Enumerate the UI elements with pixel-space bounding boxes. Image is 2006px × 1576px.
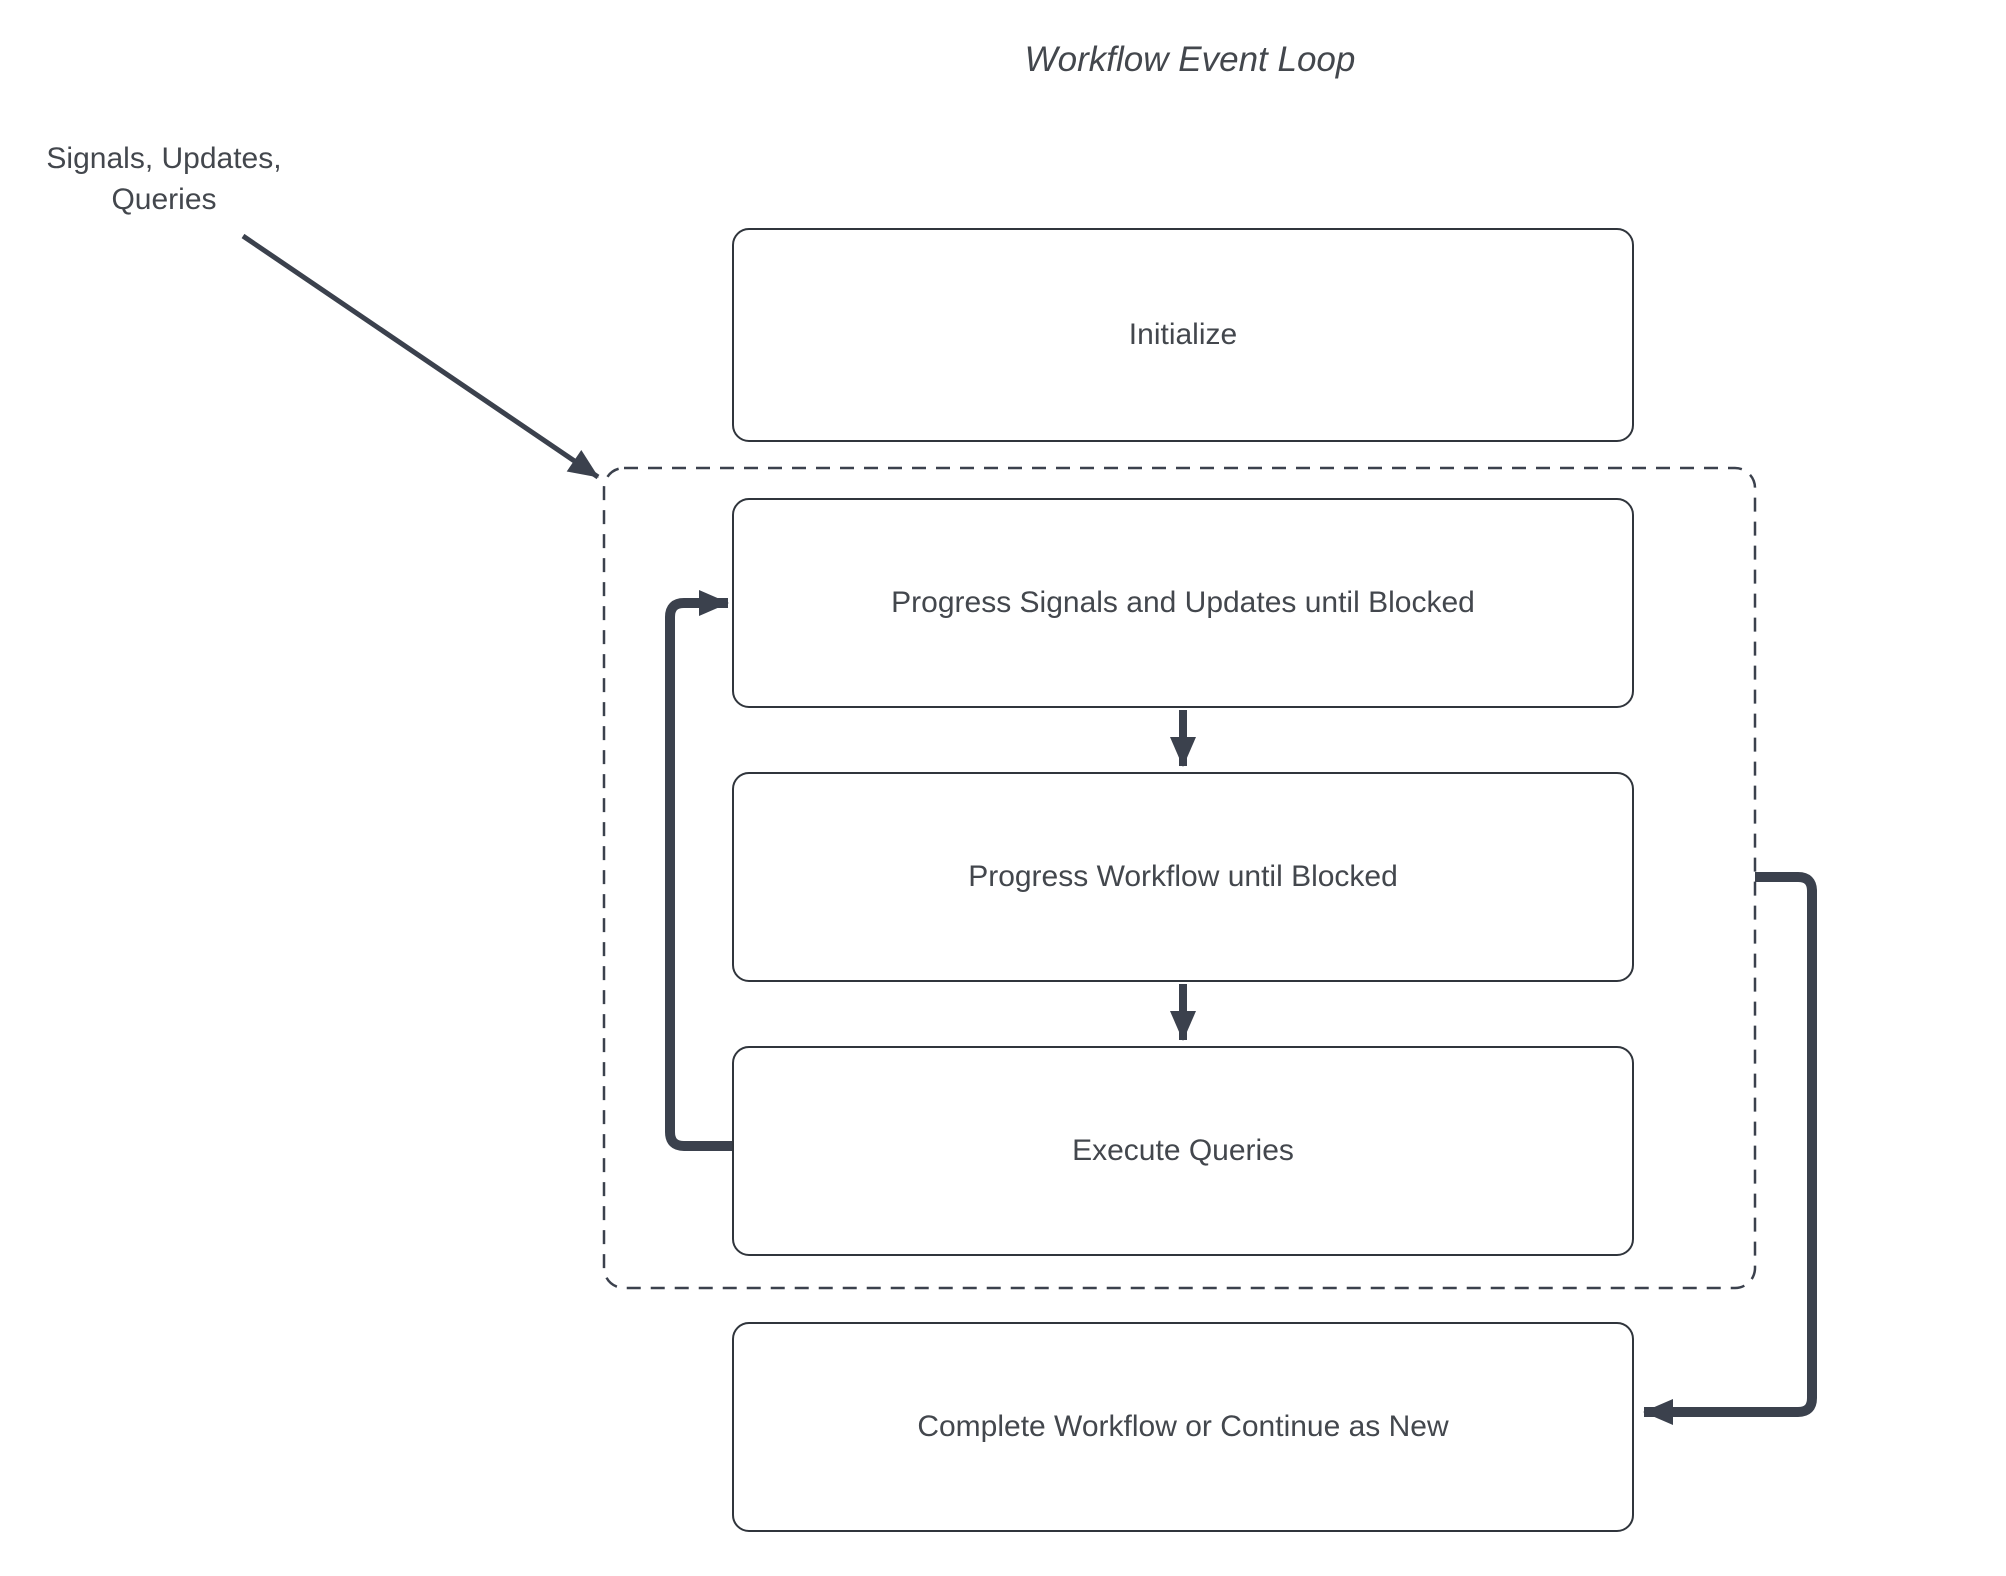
external-input-label-line1: Signals, Updates,	[46, 142, 282, 175]
node-initialize-label: Initialize	[1128, 318, 1238, 351]
external-input-label: Signals, Updates, Queries	[28, 138, 300, 221]
external-input-label-line2: Queries	[111, 183, 217, 217]
node-progress-signals: Progress Signals and Updates until Block…	[732, 498, 1634, 708]
node-complete: Complete Workflow or Continue as New	[732, 1322, 1634, 1532]
node-progress-workflow-label: Progress Workflow until Blocked	[968, 860, 1398, 893]
signals-input-arrow	[241, 233, 600, 480]
exit-to-complete-arrow	[1643, 872, 1817, 1425]
node-initialize: Initialize	[732, 228, 1634, 442]
diagram-title: Workflow Event Loop	[1024, 40, 1356, 79]
node-progress-workflow: Progress Workflow until Blocked	[732, 772, 1634, 982]
node-execute-queries-label: Execute Queries	[1072, 1134, 1294, 1167]
node-progress-signals-label: Progress Signals and Updates until Block…	[891, 586, 1475, 619]
node-complete-label: Complete Workflow or Continue as New	[917, 1410, 1449, 1443]
event-loop-boundary	[602, 466, 1757, 1290]
loop-back-arrow	[665, 590, 732, 1151]
node-execute-queries: Execute Queries	[732, 1046, 1634, 1256]
